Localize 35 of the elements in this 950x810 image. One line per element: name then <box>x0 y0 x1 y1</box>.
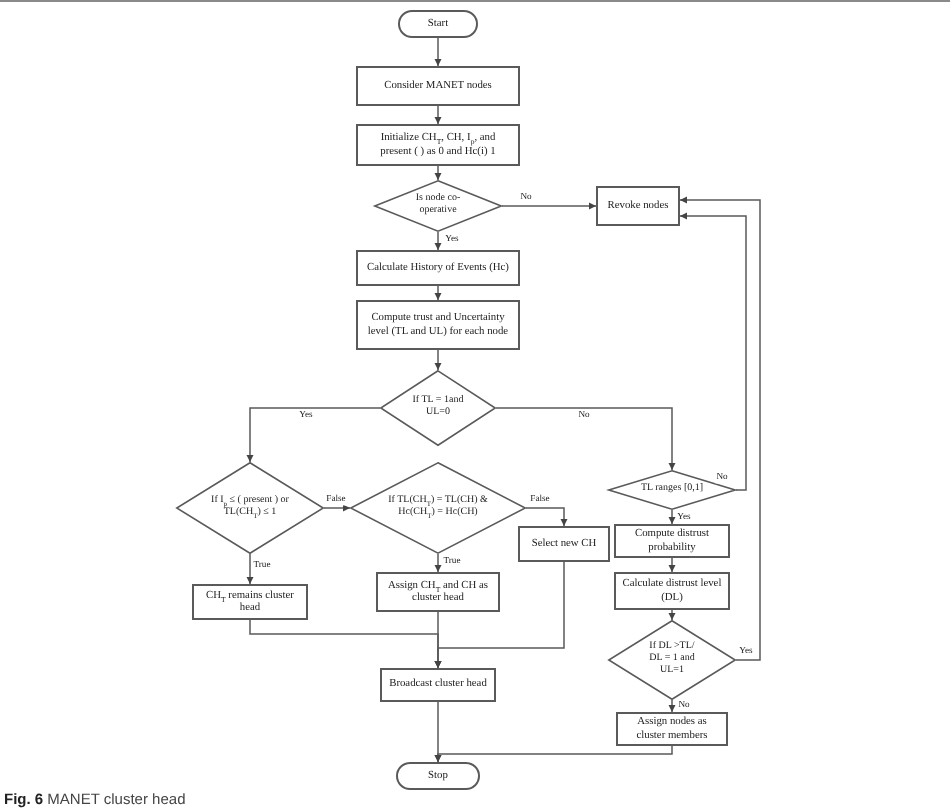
flow-arrow <box>434 745 673 763</box>
process-box <box>614 524 730 558</box>
flow-arrow <box>668 557 676 573</box>
flow-arrow <box>434 105 442 125</box>
flow-arrow <box>434 165 442 181</box>
flow-arrow <box>668 609 676 621</box>
flow-arrow <box>668 509 676 525</box>
process-box <box>376 572 500 612</box>
flow-arrow <box>525 507 568 527</box>
flow-arrow <box>434 561 565 669</box>
process-box <box>356 66 520 106</box>
process-box <box>596 186 680 226</box>
process-box <box>356 250 520 286</box>
process-box <box>616 712 728 746</box>
flow-arrow <box>434 349 442 371</box>
terminal-shape <box>396 762 480 790</box>
flow-arrow <box>668 699 676 713</box>
process-box <box>614 572 730 610</box>
flow-arrow <box>679 212 747 491</box>
process-box <box>380 668 496 702</box>
flow-arrow <box>434 553 442 573</box>
terminal-shape <box>398 10 478 38</box>
flow-arrow <box>434 37 442 67</box>
flow-arrow <box>323 504 351 512</box>
flow-arrow <box>434 231 442 251</box>
process-box <box>356 300 520 350</box>
flow-arrow <box>495 407 676 471</box>
process-box <box>192 584 308 620</box>
flow-arrow <box>246 407 381 463</box>
process-box <box>518 526 610 562</box>
flow-arrow <box>501 202 597 210</box>
flow-arrow <box>246 553 254 585</box>
flow-arrow <box>434 285 442 301</box>
process-box <box>356 124 520 166</box>
flow-arrow <box>679 196 761 661</box>
